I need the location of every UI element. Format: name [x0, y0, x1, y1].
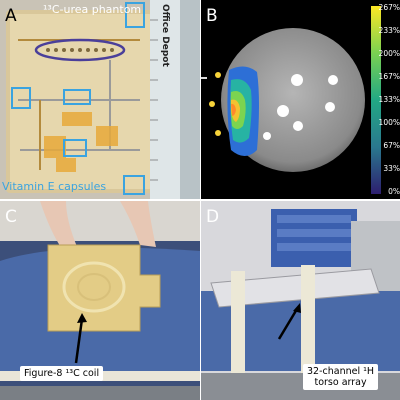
capsule-box-left [11, 87, 31, 109]
phantom-label: ¹³C-urea phantom [43, 3, 142, 16]
colorbar-tick: 267% [378, 3, 400, 12]
panel-a: A ¹³C-urea phantom Vitamin E capsules Of… [0, 0, 200, 199]
colorbar [371, 6, 381, 194]
panel-c-label: C [5, 207, 17, 227]
panel-d-label: D [206, 207, 220, 227]
ruler-text: Office Depot [160, 4, 170, 67]
colorbar-tick: 100% [378, 118, 400, 127]
phantom-oval [34, 38, 126, 62]
panel-a-label: A [5, 6, 17, 26]
capsule-box-top-right [125, 2, 145, 28]
panel-c: C Figure-8 ¹³C coil [0, 201, 200, 400]
torso-array-label-line1: 32-channel ¹H [307, 366, 375, 377]
colorbar-tick: 33% [383, 164, 400, 173]
coil-label: Figure-8 ¹³C coil [20, 366, 104, 381]
panel-b-mri-image [201, 0, 400, 199]
panel-d: D 32-channel ¹H torso array [201, 201, 400, 400]
panel-b-label: B [206, 6, 218, 26]
colorbar-tick: 67% [383, 141, 400, 150]
colorbar-tick: 0% [388, 187, 400, 196]
torso-array-label: 32-channel ¹H torso array [303, 364, 379, 390]
colorbar-tick: 233% [378, 26, 400, 35]
heatmap-overlay [227, 66, 259, 156]
panel-b: B 267% 233% 200% 167% 133% 100% 67% 33% … [201, 0, 400, 199]
vitamin-e-label: Vitamin E capsules [2, 180, 107, 193]
colorbar-tick: 133% [378, 95, 400, 104]
capsule-box-bottom-right [123, 175, 145, 195]
panel-a-photo [0, 0, 200, 199]
torso-array-label-line2: torso array [314, 377, 367, 388]
capsule-box-center [63, 89, 91, 105]
capsule-box-bottom [63, 139, 87, 157]
colorbar-tick: 200% [378, 49, 400, 58]
colorbar-tick: 167% [378, 72, 400, 81]
